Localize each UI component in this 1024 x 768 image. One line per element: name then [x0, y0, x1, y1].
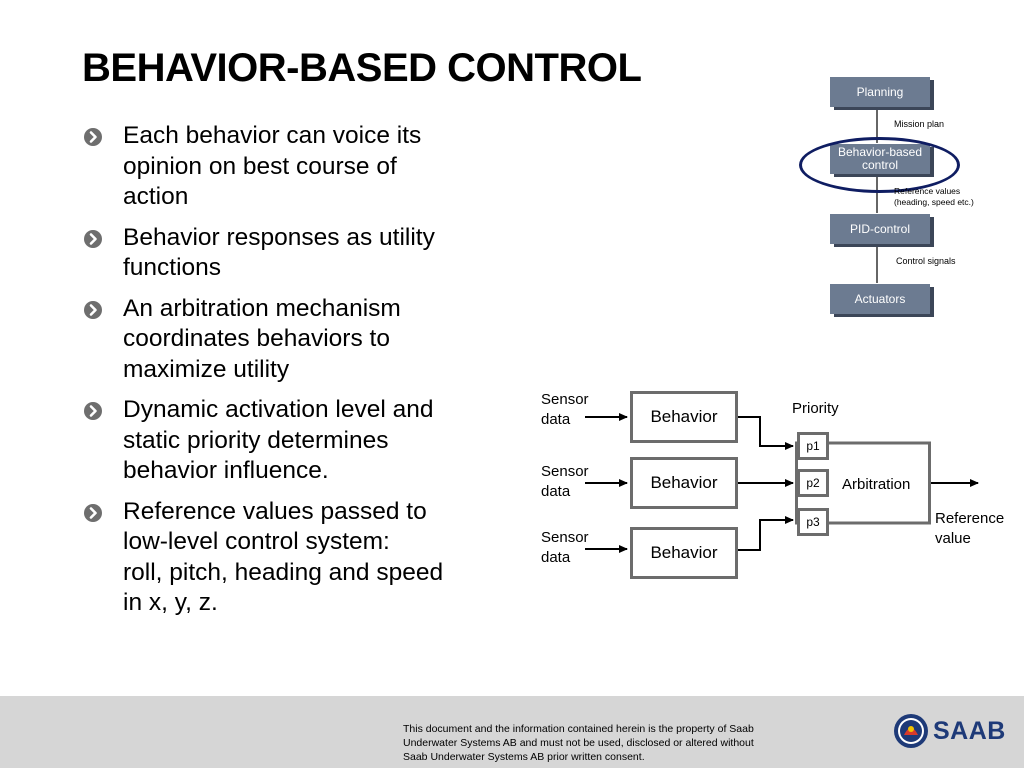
footer-disclaimer: This document and the information contai…: [403, 723, 754, 763]
reference-value-label: Reference value: [935, 510, 1005, 547]
planning-label: Planning: [856, 84, 904, 99]
logo-text: SAAB: [933, 717, 1006, 745]
actuators-box: Actuators: [830, 284, 930, 314]
bullet-item: Dynamic activation level and static prio…: [84, 395, 514, 487]
behavior-box: Behavior: [630, 457, 738, 509]
control-signals-label: Control signals: [896, 256, 956, 266]
chevron-right-icon: [84, 300, 102, 319]
priority-box: p2: [797, 469, 829, 497]
bullet-text: Behavior responses as utility functions: [123, 223, 435, 282]
chevron-right-icon: [84, 402, 102, 420]
bullet-item: Reference values passed to low-level con…: [84, 497, 514, 619]
control-hierarchy-diagram: Planning Mission plan Behavior-based con…: [790, 65, 990, 325]
bullet-item: Behavior responses as utility functions: [84, 223, 514, 284]
sensor-data-label: Sensor data: [541, 463, 589, 500]
highlight-ellipse: [799, 137, 960, 193]
chevron-right-icon: [84, 128, 102, 146]
sensor-data-label: Sensor data: [541, 391, 589, 428]
bullet-item: Each behavior can voice its opinion on b…: [84, 121, 514, 213]
bullet-text: Dynamic activation level and static prio…: [123, 396, 434, 484]
bullet-text: An arbitration mechanism coordinates beh…: [123, 294, 401, 383]
behavior-box: Behavior: [630, 391, 738, 443]
priority-box: p3: [797, 508, 829, 536]
reference-values-label: Reference values (heading, speed etc.): [894, 186, 974, 207]
behavior-arrow: [738, 416, 794, 450]
chevron-right-icon: [84, 503, 102, 522]
arbitration-diagram: Sensor data Sensor data Sensor data Beha…: [535, 385, 1020, 585]
bullet-text: Reference values passed to low-level con…: [123, 497, 444, 617]
behavior-arrow: [738, 516, 794, 551]
bullet-text: Each behavior can voice its opinion on b…: [123, 122, 422, 210]
saab-logo: SAAB: [893, 713, 1013, 751]
actuators-label: Actuators: [854, 291, 906, 306]
arbitration-label: Arbitration: [842, 476, 911, 493]
pid-control-box: PID-control: [830, 214, 930, 244]
bullet-list: Each behavior can voice its opinion on b…: [84, 121, 514, 629]
pid-control-label: PID-control: [849, 221, 911, 236]
saab-emblem-icon: [894, 714, 928, 748]
bullet-item: An arbitration mechanism coordinates beh…: [84, 294, 514, 386]
chevron-right-icon: [84, 229, 102, 248]
behavior-box: Behavior: [630, 527, 738, 579]
arbitration-connectors: [585, 413, 979, 553]
slide-title: BEHAVIOR-BASED CONTROL: [82, 46, 642, 90]
priority-box: p1: [797, 432, 829, 460]
arbitration-box: [795, 441, 931, 525]
footer: This document and the information contai…: [0, 696, 1024, 768]
priority-label: Priority: [792, 400, 839, 417]
sensor-data-label: Sensor data: [541, 529, 589, 566]
mission-plan-label: Mission plan: [894, 119, 945, 129]
planning-box: Planning: [830, 77, 930, 107]
